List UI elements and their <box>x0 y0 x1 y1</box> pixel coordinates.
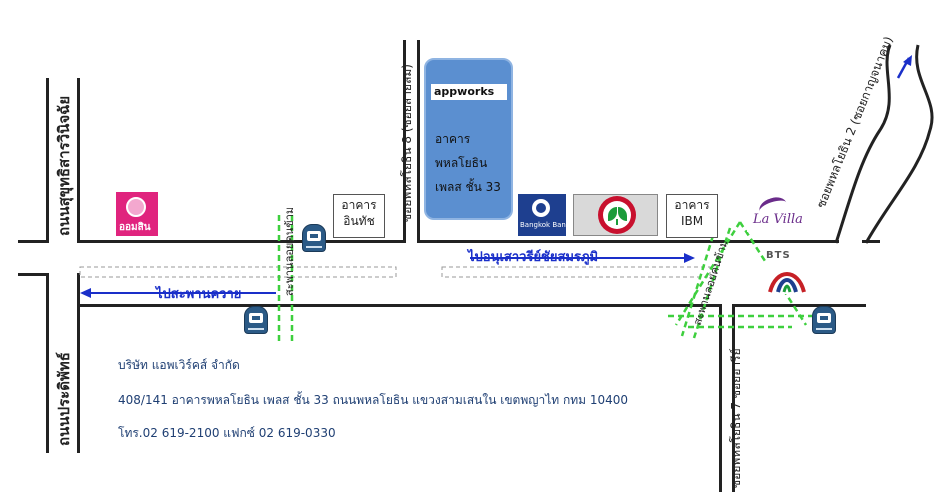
phahon-road-north-edge-left <box>18 240 49 243</box>
phahon-road-north-edge <box>77 240 405 243</box>
kbank-leaf-right <box>618 207 627 221</box>
bus-stop-icon[interactable] <box>244 306 268 334</box>
footbridge-left-label: สะพานลอยคนข้าม <box>283 206 296 296</box>
sukhumvit-road-edge-left <box>46 78 49 243</box>
phahon-place-building[interactable]: appworks อาคาร พหลโยธิน เพลส ชั้น 33 <box>424 58 513 220</box>
bus-stop-icon[interactable] <box>302 224 326 252</box>
pradiphat-road-label: ถนนประดิพัทธ์ <box>55 352 73 446</box>
inthat-name-2: อินทัช <box>343 214 375 228</box>
bts-emblem <box>768 272 806 293</box>
phahon-road-south-edge <box>77 304 722 307</box>
soi7-edge-left <box>719 304 722 492</box>
company-contact: โทร.02 619-2100 แฟกซ์ 02 619-0330 <box>118 426 336 440</box>
bangkok-bank-emblem-inner <box>536 203 546 213</box>
ibm-name-2: IBM <box>680 214 704 228</box>
to-victory-label: ไปอนุเสาวรีย์ชัยสมรภูมิ <box>468 250 599 265</box>
bangkok-bank-label: Bangkok Bank <box>520 221 570 229</box>
bus-stop-icon[interactable] <box>812 306 836 334</box>
company-name: บริษัท แอพเวิร์คส์ จำกัด <box>118 358 240 372</box>
phahon-road-south-edge-2 <box>732 304 866 307</box>
phahon-place-name-2: พหลโยธิน <box>435 156 488 170</box>
kbank-stem <box>616 219 618 225</box>
to-saphan-khwai-label: ไปสะพานควาย <box>156 287 242 302</box>
sukhumvit-road-label: ถนนสุขุทธิสารวินิจฉัย <box>55 95 73 236</box>
appworks-logo: appworks <box>431 84 507 100</box>
company-address: 408/141 อาคารพหลโยธิน เพลส ชั้น 33 ถนนพห… <box>118 393 629 407</box>
arrow-to-victory <box>470 253 695 263</box>
soi8-edge-right <box>417 40 420 243</box>
soi8-label: ซอยพหลโยธิน 8 (ซอยสายลม) <box>400 64 414 222</box>
lavilla-logo[interactable]: La Villa <box>747 194 815 232</box>
gsb-emblem <box>126 197 146 217</box>
footbridge-left <box>277 215 294 343</box>
gsb-logo[interactable]: ออมสิน <box>116 192 158 236</box>
bts-logo[interactable]: BTS <box>766 250 808 294</box>
inthat-building[interactable]: อาคาร อินทัช <box>333 194 385 238</box>
bangkok-bank-logo[interactable]: Bangkok Bank <box>518 194 570 236</box>
pradiphat-road-edge-left <box>46 273 49 453</box>
kbank-leaf-left <box>608 207 617 221</box>
inthat-name-1: อาคาร <box>341 198 377 212</box>
phahon-place-name-3: เพลส ชั้น 33 <box>435 180 501 194</box>
north-arrow-icon <box>896 55 912 79</box>
soi2-road-left <box>834 44 892 244</box>
pradiphat-road-edge-right <box>77 273 80 453</box>
soi8-edge-left <box>403 40 406 243</box>
phahon-place-name-1: อาคาร <box>435 132 471 146</box>
phahon-road-north-edge-3 <box>862 240 880 243</box>
sukhumvit-road-edge-right <box>77 78 80 243</box>
phahon-road-north-edge-2 <box>417 240 839 243</box>
gsb-label: ออมสิน <box>119 222 151 233</box>
kbank-logo[interactable] <box>573 194 658 236</box>
arrow-to-saphan-khwai <box>80 288 276 298</box>
bts-label: BTS <box>766 250 791 261</box>
phahon-road-south-edge-left <box>18 273 49 276</box>
ibm-name-1: อาคาร <box>674 198 710 212</box>
lavilla-label: La Villa <box>753 212 803 227</box>
soi2-road-right <box>864 44 934 244</box>
soi7-edge-right <box>732 304 735 492</box>
ibm-building[interactable]: อาคาร IBM <box>666 194 718 238</box>
soi7-label: ซอยพหลโยธิน 7 ซอยอารีย์ <box>729 348 743 488</box>
